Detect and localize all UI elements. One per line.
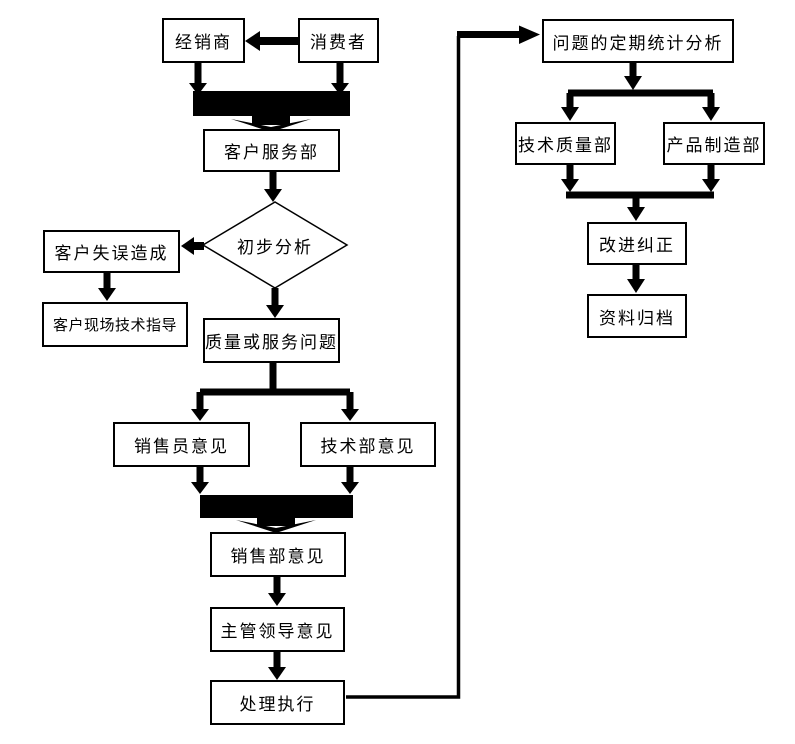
flow-node-product-mfg-dept: 产品制造部 [663,122,765,165]
flow-node-salesperson-opinion: 销售员意见 [113,422,250,467]
arrow-consumer-to-bar [331,63,349,95]
arrow-error-to-guidance [98,273,116,301]
flow-node-archive: 资料归档 [587,294,687,338]
arrow-service-to-analysis [264,172,282,202]
arrow-improvement-to-archive [627,265,645,293]
arrow-techdept-to-bar [341,467,359,494]
flow-node-quality-issue: 质量或服务问题 [203,318,340,363]
arrow-consumer-to-distributor [245,31,298,51]
flow-node-consumer: 消费者 [298,18,379,63]
flow-node-execution: 处理执行 [210,680,345,725]
arrow-salesdept-to-supervisor [268,577,286,606]
flow-node-tech-quality-dept: 技术质量部 [515,122,616,165]
decision-diamond-shape [201,201,349,289]
flow-node-preliminary-analysis: 初步分析 [237,237,313,257]
merge-departments-to-improvement [561,165,720,221]
arrow-analysis-to-customer-error [181,237,204,255]
feedback-line-execution-to-stats [346,25,540,699]
flow-node-supervisor-opinion: 主管领导意见 [210,607,345,652]
flow-node-stats-analysis: 问题的定期统计分析 [542,19,734,63]
flow-node-tech-dept-opinion: 技术部意见 [300,422,436,467]
split-stats-to-departments [561,63,720,121]
arrow-analysis-to-quality [266,288,284,318]
flow-node-sales-dept-opinion: 销售部意见 [210,532,346,577]
arrow-salesperson-to-bar [191,467,209,494]
split-quality-to-opinions [191,363,359,421]
flow-node-customer-error: 客户失误造成 [43,230,180,273]
arrow-supervisor-to-execution [268,652,286,680]
merge-bar-top [193,91,350,132]
arrow-distributor-to-bar [189,63,207,95]
merge-bar-bottom [200,495,353,533]
flow-node-distributor: 经销商 [162,18,245,63]
flow-node-onsite-guidance: 客户现场技术指导 [42,302,188,347]
flow-node-customer-service: 客户服务部 [203,129,340,172]
flow-node-improvement: 改进纠正 [587,222,687,265]
